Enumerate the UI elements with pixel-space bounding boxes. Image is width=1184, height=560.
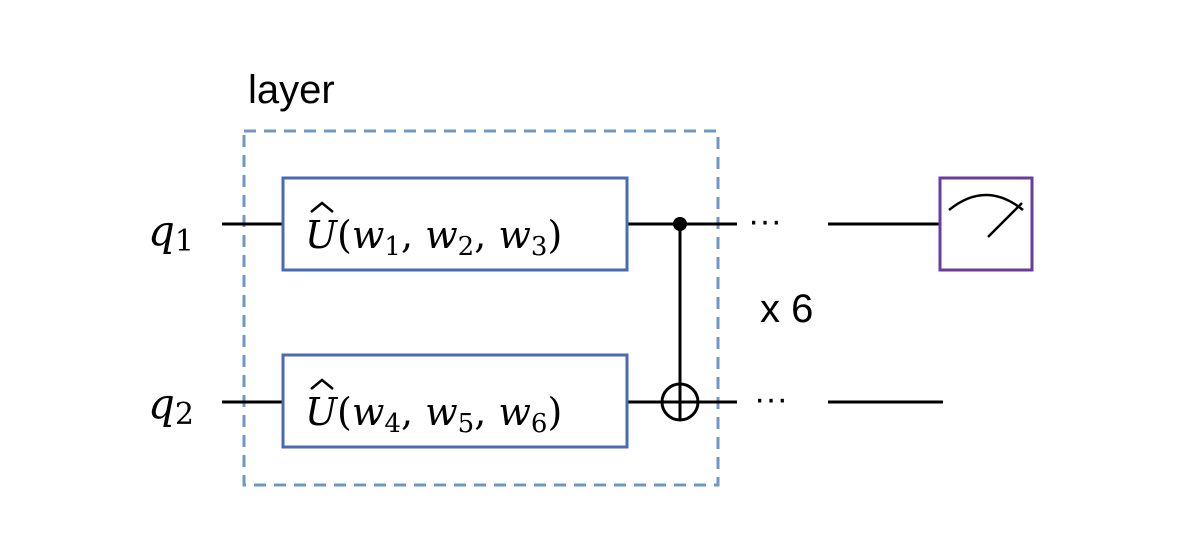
qubit-2-symbol: q: [148, 379, 175, 428]
layer-box: [242, 129, 720, 487]
meter-needle-icon: [987, 202, 1023, 238]
qubit-label-1: q1: [148, 206, 194, 259]
gate-u1-label: U(w1, w2, w3): [305, 213, 562, 262]
gate-u2-label: U(w4, w5, w6): [305, 390, 562, 439]
qubit-1-index: 1: [175, 224, 194, 259]
qubit-2-index: 2: [175, 397, 194, 432]
measurement-box: [938, 176, 1034, 272]
qubit-label-2: q2: [148, 379, 194, 432]
gate-u1-hat: [310, 201, 334, 213]
gate-u1-op: U: [305, 213, 339, 257]
gate-u2-hat: [310, 378, 334, 390]
qubit-1-symbol: q: [148, 206, 175, 255]
repeat-label: x 6: [760, 287, 813, 331]
gate-u2: [281, 353, 629, 449]
ellipsis-q1: ···: [748, 202, 782, 240]
gate-u1: [281, 176, 629, 272]
cnot-control-dot: [673, 217, 687, 231]
meter-icon: [948, 193, 1024, 211]
ellipsis-q2: ···: [754, 380, 788, 418]
layer-label: layer: [248, 68, 335, 112]
gate-u2-op: U: [305, 390, 339, 434]
